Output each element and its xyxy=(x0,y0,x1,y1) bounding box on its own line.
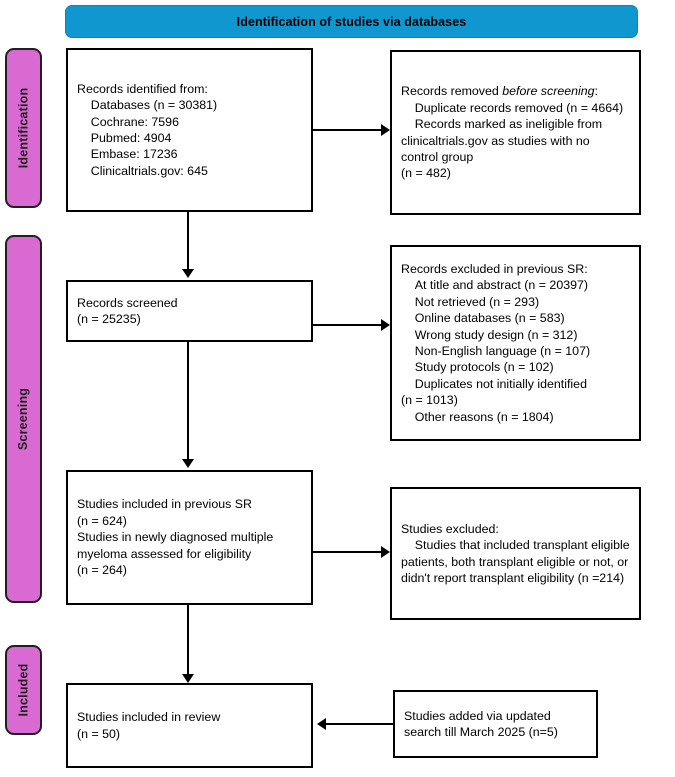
records-removed-colon: : xyxy=(594,84,598,99)
arrowhead-assessed-to-included xyxy=(181,674,194,683)
records-removed-rest: Duplicate records removed (n = 4664) Rec… xyxy=(401,100,624,181)
records-screened-box: Records screened (n = 25235) xyxy=(66,280,313,342)
arrowhead-assessed-to-excluded xyxy=(381,546,390,558)
arrowhead-identified-to-removed xyxy=(381,124,390,136)
stage-label-screening: Screening xyxy=(5,235,42,603)
records-removed-italic: before screening xyxy=(502,84,595,99)
stage-label-identification: Identification xyxy=(5,48,42,208)
connector-assessed-to-excluded xyxy=(313,551,381,554)
phase-banner-identification-via-databases: Identification of studies via databases xyxy=(65,5,638,38)
studies-added-box: Studies added via updated search till Ma… xyxy=(393,690,598,758)
stage-label-included-text: Included xyxy=(16,663,31,717)
stage-label-identification-text: Identification xyxy=(16,87,31,169)
arrowhead-screened-to-assessed xyxy=(181,459,194,468)
connector-identified-to-screened xyxy=(187,212,190,272)
records-screened-text: Records screened (n = 25235) xyxy=(77,295,178,326)
studies-assessed-text: Studies included in previous SR (n = 624… xyxy=(77,497,274,578)
records-removed-box: Records removed before screening: Duplic… xyxy=(390,50,641,215)
arrowhead-identified-to-screened xyxy=(181,269,194,278)
studies-excluded-text: Studies excluded: Studies that included … xyxy=(401,521,630,585)
connector-screened-to-assessed xyxy=(187,342,190,462)
connector-identified-to-removed xyxy=(313,129,381,132)
records-removed-line1: Records removed xyxy=(401,84,503,99)
studies-included-box: Studies included in review (n = 50) xyxy=(66,683,313,768)
studies-added-text: Studies added via updated search till Ma… xyxy=(404,708,558,739)
arrowhead-screened-to-excluded xyxy=(381,319,390,331)
records-excluded-box: Records excluded in previous SR: At titl… xyxy=(390,245,641,441)
connector-assessed-to-included xyxy=(187,605,190,678)
records-identified-box: Records identified from: Databases (n = … xyxy=(66,48,313,212)
stage-label-screening-text: Screening xyxy=(16,387,31,451)
records-identified-text: Records identified from: Databases (n = … xyxy=(77,81,218,178)
studies-included-text: Studies included in review (n = 50) xyxy=(77,710,221,741)
stage-label-included: Included xyxy=(5,645,42,735)
records-excluded-text: Records excluded in previous SR: At titl… xyxy=(401,261,591,424)
records-removed-text: Records removed before screening: Duplic… xyxy=(392,83,639,181)
connector-screened-to-excluded xyxy=(313,324,381,327)
phase-banner-label: Identification of studies via databases xyxy=(236,14,467,29)
connector-added-to-included xyxy=(326,723,393,726)
studies-excluded-box: Studies excluded: Studies that included … xyxy=(390,487,641,620)
arrowhead-added-to-included xyxy=(317,718,326,730)
studies-assessed-box: Studies included in previous SR (n = 624… xyxy=(66,470,313,605)
